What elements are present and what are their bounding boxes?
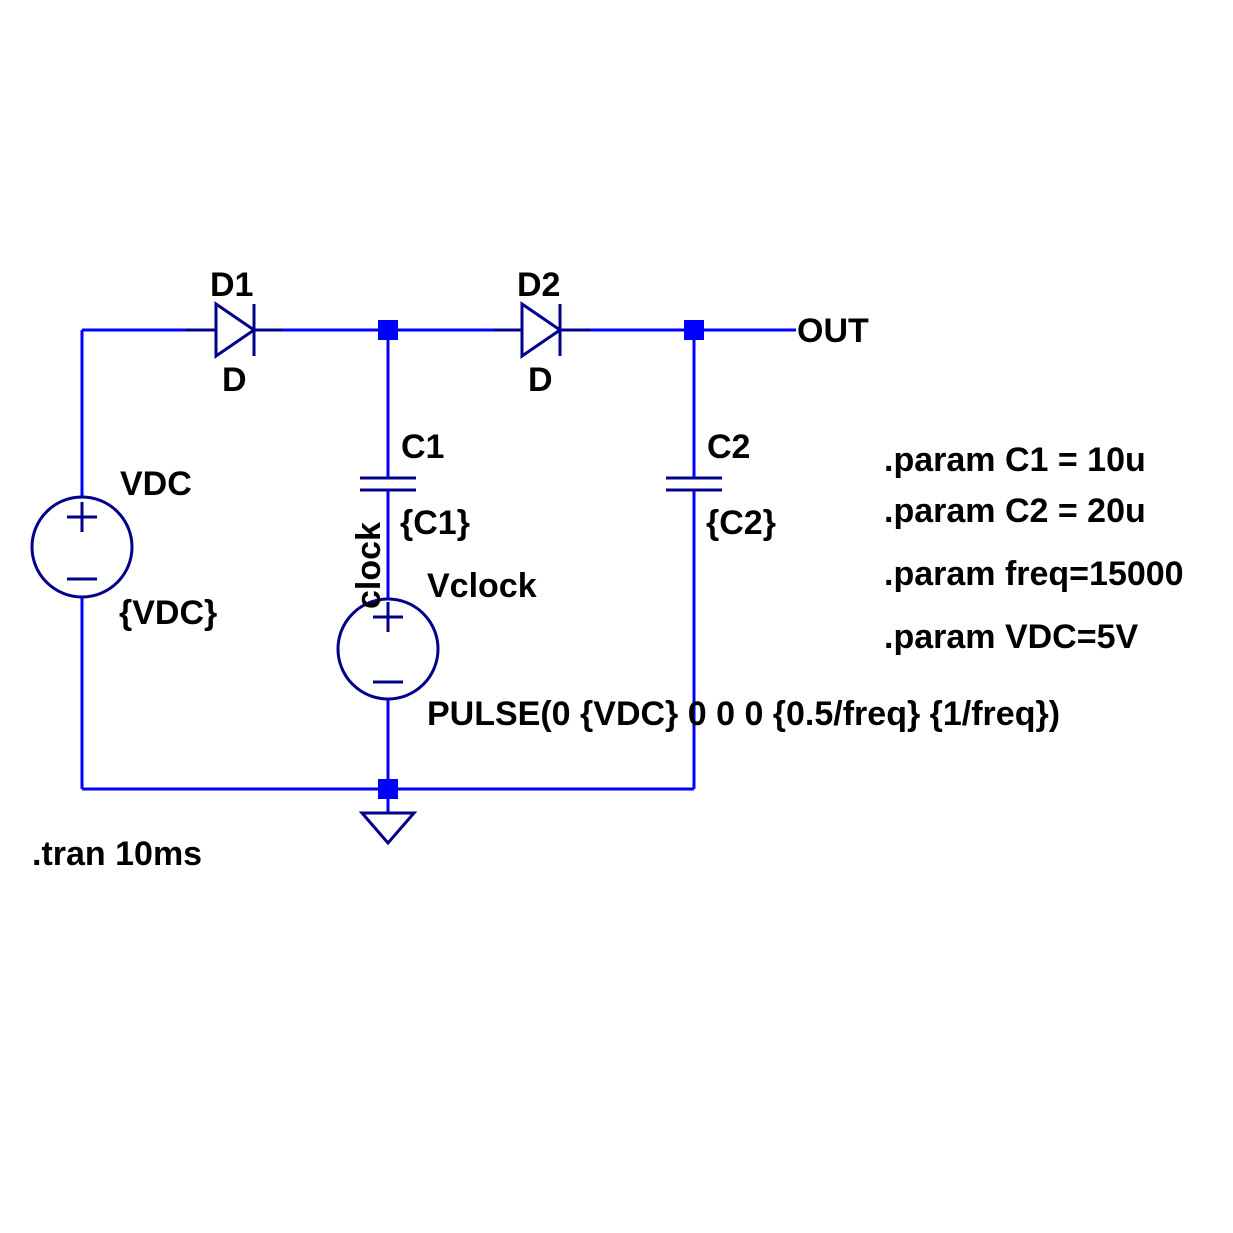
param-directive-freq: .param freq=15000 bbox=[884, 555, 1184, 593]
diode-d1[interactable] bbox=[186, 301, 282, 359]
diode-symbol-icon bbox=[214, 301, 257, 359]
vclock-value-label: PULSE(0 {VDC} 0 0 0 {0.5/freq} {1/freq}) bbox=[427, 695, 1060, 733]
d2-name-label: D2 bbox=[517, 266, 560, 304]
capacitor-c1[interactable] bbox=[360, 476, 416, 492]
clock-net-label: clock bbox=[350, 522, 388, 609]
vdc-value-label: {VDC} bbox=[119, 594, 217, 632]
param-directive-c1: .param C1 = 10u bbox=[884, 441, 1146, 479]
tran-directive: .tran 10ms bbox=[32, 835, 202, 873]
d2-model-label: D bbox=[528, 361, 553, 399]
out-net-label: OUT bbox=[797, 312, 869, 350]
capacitor-c2[interactable] bbox=[666, 476, 722, 492]
d1-model-label: D bbox=[222, 361, 247, 399]
ground-icon[interactable] bbox=[358, 811, 418, 846]
junction-ground[interactable] bbox=[378, 779, 398, 799]
d1-name-label: D1 bbox=[210, 266, 253, 304]
param-directive-vdc: .param VDC=5V bbox=[884, 618, 1138, 656]
c2-name-label: C2 bbox=[707, 428, 750, 466]
voltage-source-vdc[interactable] bbox=[30, 495, 134, 599]
vclock-name-label: Vclock bbox=[427, 567, 537, 605]
c1-value-label: {C1} bbox=[400, 504, 470, 542]
c2-value-label: {C2} bbox=[706, 504, 776, 542]
vdc-name-label: VDC bbox=[120, 465, 192, 503]
plus-icon bbox=[67, 502, 97, 532]
voltage-source-vclock[interactable] bbox=[336, 597, 440, 701]
junction-node1[interactable] bbox=[378, 320, 398, 340]
c1-name-label: C1 bbox=[401, 428, 444, 466]
diode-d2[interactable] bbox=[494, 301, 590, 359]
plus-icon bbox=[373, 602, 403, 632]
junction-out[interactable] bbox=[684, 320, 704, 340]
diode-symbol-icon bbox=[520, 301, 563, 359]
param-directive-c2: .param C2 = 20u bbox=[884, 492, 1146, 530]
